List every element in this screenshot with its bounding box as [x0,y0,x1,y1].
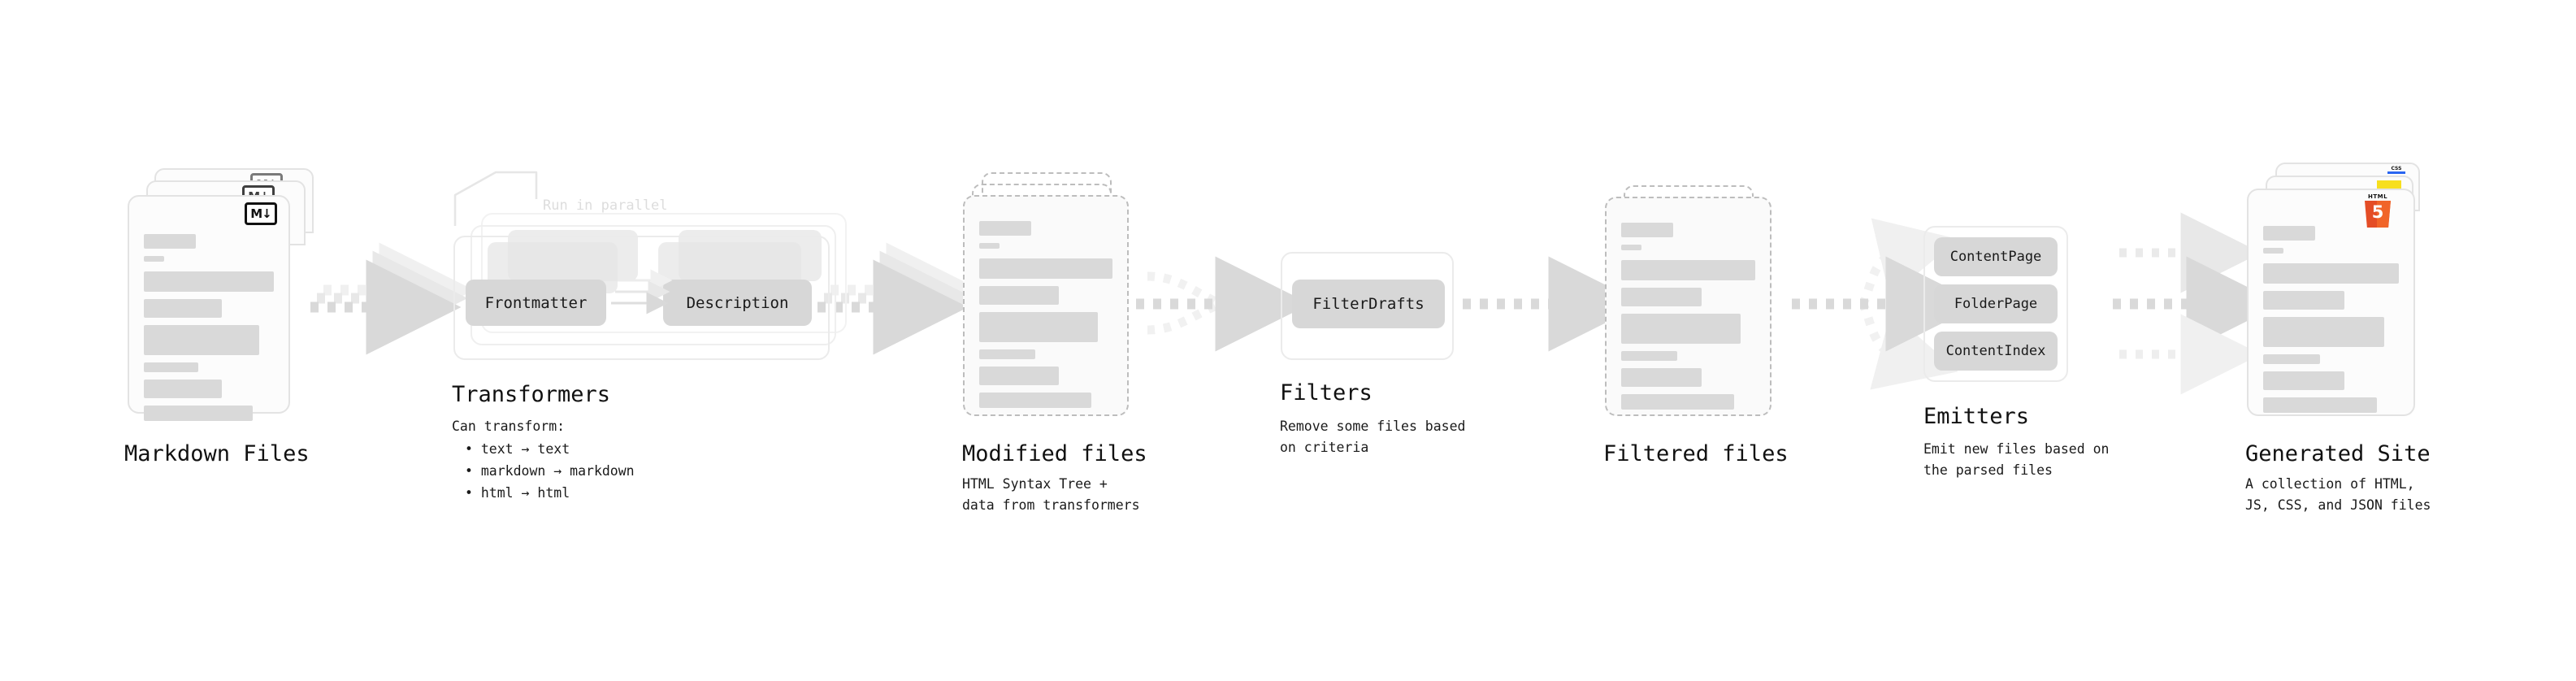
arrow-markdown-to-transformers [310,242,475,355]
skeleton-bar [2263,317,2384,347]
stage-title-filters: Filters [1280,380,1373,406]
chip-label: ContentPage [1949,249,2042,265]
transformers-group-front[interactable] [453,236,830,360]
skeleton-bar [144,234,196,249]
skeleton-bar [144,406,254,421]
css-icon-label: CSS [2391,166,2402,171]
filtered-card-front[interactable] [1605,197,1772,416]
skeleton-bar [2263,291,2345,310]
skeleton-bar [2263,226,2315,241]
stage-title-transformers: Transformers [452,382,611,407]
skeleton-bar [1621,394,1734,410]
skeleton-bar [2263,397,2378,413]
skeleton-bar [2263,354,2321,364]
skeleton-bar [1621,368,1702,387]
stage-desc-generated-site: A collection of HTML, JS, CSS, and JSON … [2245,476,2431,513]
skeleton-bar [144,299,222,318]
html5-icon-shield-inner [2377,201,2391,228]
emitter-chip-contentindex[interactable]: ContentIndex [1934,332,2058,371]
skeleton-bars [1621,223,1755,417]
skeleton-bar [979,312,1098,342]
skeleton-bar [144,271,274,292]
transformers-bullet-3: • html → html [465,485,570,501]
stage-desc-transformers: Can transform: [452,419,566,434]
skeleton-bars [144,234,274,428]
html5-icon-digit: 5 [2371,202,2384,222]
stage-title-markdown-files: Markdown Files [124,441,310,466]
modified-card-front[interactable] [963,195,1129,416]
transformers-group-back [481,213,847,333]
run-in-parallel-label: Run in parallel [543,197,668,214]
skeleton-bar [1621,314,1741,344]
transformers-bullet-1: • text → text [465,441,570,457]
emitters-group[interactable] [1923,226,2068,382]
css-icon-underline [2387,171,2405,174]
stage-title-emitters: Emitters [1923,404,2030,429]
skeleton-bar [979,221,1031,236]
skeleton-bar [2263,263,2399,284]
arrow-modified-to-filters [1136,256,1311,352]
skeleton-bar [1621,351,1678,361]
chip-label: Description [686,293,789,312]
skeleton-bar [144,362,199,372]
stage-title-modified-files: Modified files [962,441,1147,466]
chip-label: FilterDrafts [1312,295,1425,313]
skeleton-bar [979,258,1112,279]
transformer-chip-frontmatter[interactable]: Frontmatter [466,280,606,326]
transformer-chip-description[interactable]: Description [663,280,812,326]
markdown-icon: M↓ [245,202,277,225]
skeleton-bar [144,380,222,398]
transformers-bullet-2: • markdown → markdown [465,463,635,479]
markdown-card-front[interactable] [128,195,290,421]
skeleton-bars [979,221,1112,415]
stage-desc-filters: Remove some files based on criteria [1280,419,1466,455]
skeleton-bar [979,393,1091,408]
skeleton-bar [1621,260,1755,280]
skeleton-bar [979,243,1000,249]
emitter-chip-contentpage[interactable]: ContentPage [1934,237,2058,276]
skeleton-bar [1621,245,1641,250]
skeleton-bar [1621,223,1673,237]
site-card-front[interactable] [2247,189,2415,416]
skeleton-bar [144,325,260,355]
skeleton-bar [979,367,1060,385]
stage-title-generated-site: Generated Site [2245,441,2431,466]
skeleton-bar [144,256,164,262]
html5-icon-tag: HTML [2367,193,2388,200]
skeleton-bar [1621,288,1702,306]
arrow-emitters-to-site [2113,212,2282,395]
chip-label: ContentIndex [1945,343,2046,359]
skeleton-bars [2263,226,2399,420]
css-icon: CSS [2387,167,2405,174]
arrow-filtered-to-emitters [1792,218,1981,390]
emitter-chip-folderpage[interactable]: FolderPage [1934,284,2058,323]
skeleton-bar [979,286,1060,305]
skeleton-bar [2263,371,2345,390]
skeleton-bar [2263,248,2283,254]
filters-group[interactable] [1281,252,1454,360]
chip-label: FolderPage [1954,296,2038,312]
chip-label: Frontmatter [484,293,588,312]
stage-desc-modified-files: HTML Syntax Tree + data from transformer… [962,476,1140,513]
html5-icon: HTML 5 [2363,193,2392,228]
filter-chip-filterdrafts[interactable]: FilterDrafts [1292,280,1445,328]
skeleton-bar [979,349,1035,359]
stage-desc-emitters: Emit new files based on the parsed files [1923,441,2110,478]
stage-title-filtered-files: Filtered files [1603,441,1789,466]
